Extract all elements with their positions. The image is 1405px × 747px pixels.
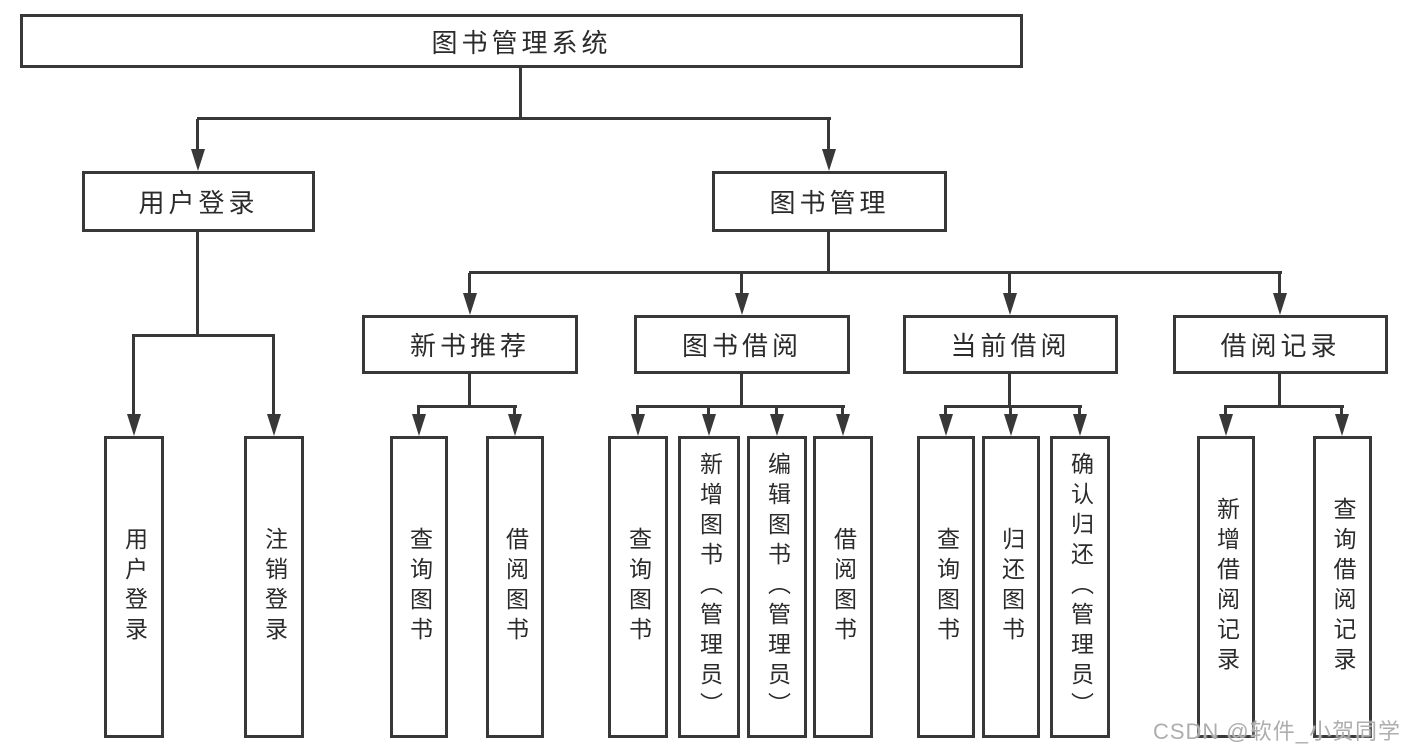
leaf-query-books-borrowing: 查询图书 bbox=[608, 436, 668, 738]
arrowhead-icon bbox=[702, 414, 716, 436]
connector-stem bbox=[1008, 374, 1011, 408]
leaf-user-login: 用户登录 bbox=[104, 436, 164, 738]
connector-drop bbox=[1224, 407, 1227, 417]
node-label: 查询图书 bbox=[625, 527, 652, 647]
node-label: 借阅图书 bbox=[502, 527, 529, 647]
arrowhead-icon bbox=[508, 414, 522, 436]
connector-rail bbox=[944, 405, 1082, 408]
arrowhead-icon bbox=[463, 293, 477, 315]
arrowhead-icon bbox=[1004, 414, 1018, 436]
arrowhead-icon bbox=[1219, 414, 1233, 436]
arrowhead-icon bbox=[1335, 414, 1349, 436]
leaf-logout: 注销登录 bbox=[244, 436, 304, 738]
connector-drop bbox=[827, 119, 830, 151]
node-new-book-recommend: 新书推荐 bbox=[362, 315, 578, 374]
leaf-return-books: 归还图书 bbox=[982, 436, 1040, 738]
arrowhead-icon bbox=[822, 149, 836, 171]
connector-drop bbox=[944, 407, 947, 417]
connector-rail bbox=[636, 405, 845, 408]
connector-stem bbox=[196, 232, 199, 337]
node-label: 查询图书 bbox=[933, 527, 960, 647]
connector-drop bbox=[513, 407, 516, 417]
arrowhead-icon bbox=[836, 414, 850, 436]
node-book-borrowing: 图书借阅 bbox=[634, 315, 850, 374]
node-label: 当前借阅 bbox=[950, 331, 1071, 361]
node-user-login: 用户登录 bbox=[82, 171, 315, 232]
node-label: 借阅记录 bbox=[1220, 331, 1341, 361]
node-label: 借阅图书 bbox=[830, 527, 857, 647]
node-label: 确认归还（管理员） bbox=[1067, 452, 1094, 722]
connector-drop bbox=[775, 407, 778, 417]
leaf-query-borrow-record: 查询借阅记录 bbox=[1313, 436, 1372, 738]
connector-stem bbox=[827, 232, 830, 274]
connector-drop bbox=[417, 407, 420, 417]
arrowhead-icon bbox=[631, 414, 645, 436]
arrowhead-icon bbox=[735, 293, 749, 315]
node-book-management: 图书管理 bbox=[712, 171, 947, 232]
node-label: 新增借阅记录 bbox=[1213, 497, 1240, 677]
connector-rail bbox=[132, 334, 275, 337]
node-label: 用户登录 bbox=[138, 188, 259, 218]
leaf-add-book-admin: 新增图书（管理员） bbox=[678, 436, 740, 738]
connector-drop bbox=[132, 336, 135, 416]
connector-drop bbox=[272, 336, 275, 416]
leaf-borrow-books-recommend: 借阅图书 bbox=[486, 436, 544, 738]
leaf-query-books-current: 查询图书 bbox=[917, 436, 975, 738]
node-root-library-system: 图书管理系统 bbox=[20, 14, 1023, 68]
leaf-edit-book-admin: 编辑图书（管理员） bbox=[747, 436, 807, 738]
arrowhead-icon bbox=[1273, 293, 1287, 315]
node-label: 新增图书（管理员） bbox=[696, 452, 723, 722]
node-label: 查询借阅记录 bbox=[1330, 497, 1356, 677]
node-label: 注销登录 bbox=[261, 527, 288, 647]
connector-rail bbox=[1224, 405, 1344, 408]
node-label: 图书管理 bbox=[769, 188, 890, 218]
connector-stem bbox=[468, 374, 471, 408]
node-borrow-records: 借阅记录 bbox=[1173, 315, 1388, 374]
leaf-confirm-return-admin: 确认归还（管理员） bbox=[1050, 436, 1110, 738]
arrowhead-icon bbox=[939, 414, 953, 436]
arrowhead-icon bbox=[770, 414, 784, 436]
connector-drop bbox=[196, 119, 199, 151]
leaf-add-borrow-record: 新增借阅记录 bbox=[1197, 436, 1255, 738]
connector-stem bbox=[740, 374, 743, 408]
node-label: 图书借阅 bbox=[681, 331, 802, 361]
node-label: 查询图书 bbox=[406, 527, 433, 647]
arrowhead-icon bbox=[1003, 293, 1017, 315]
connector-drop bbox=[1008, 273, 1011, 295]
arrowhead-icon bbox=[412, 414, 426, 436]
node-label: 新书推荐 bbox=[409, 331, 530, 361]
connector-drop bbox=[468, 273, 471, 295]
node-label: 用户登录 bbox=[121, 527, 148, 647]
arrowhead-icon bbox=[267, 414, 281, 436]
arrowhead-icon bbox=[1073, 414, 1087, 436]
node-label: 编辑图书（管理员） bbox=[764, 452, 791, 722]
connector-drop bbox=[740, 273, 743, 295]
connector-drop bbox=[1078, 407, 1081, 417]
connector-drop bbox=[636, 407, 639, 417]
node-label: 图书管理系统 bbox=[431, 27, 612, 58]
connector-drop bbox=[1009, 407, 1012, 417]
connector-drop bbox=[1278, 273, 1281, 295]
node-current-borrowing: 当前借阅 bbox=[903, 315, 1118, 374]
connector-rail bbox=[417, 405, 517, 408]
leaf-borrow-books-borrowing: 借阅图书 bbox=[813, 436, 873, 738]
arrowhead-icon bbox=[191, 149, 205, 171]
connector-rail bbox=[197, 117, 831, 120]
connector-rail bbox=[469, 271, 1282, 274]
connector-drop bbox=[841, 407, 844, 417]
connector-drop bbox=[1340, 407, 1343, 417]
node-label: 归还图书 bbox=[998, 527, 1025, 647]
csdn-watermark: CSDN @软件_小贺同学 bbox=[1152, 719, 1401, 744]
connector-drop bbox=[707, 407, 710, 417]
arrowhead-icon bbox=[127, 414, 141, 436]
connector-stem bbox=[519, 68, 522, 120]
connector-stem bbox=[1278, 374, 1281, 408]
leaf-query-books-recommend: 查询图书 bbox=[390, 436, 448, 738]
